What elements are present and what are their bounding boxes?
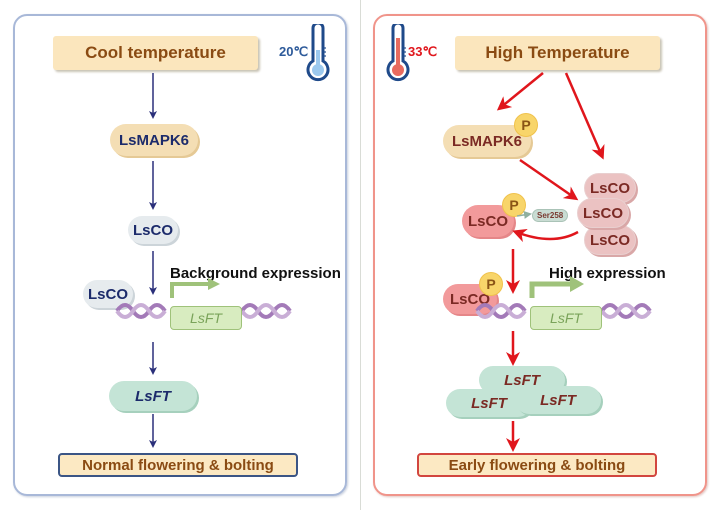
early-flowering-outcome: Early flowering & bolting (417, 453, 657, 477)
lsco-cluster-node-2: LsCO (577, 198, 629, 228)
phosphate-lsco-badge: P (502, 193, 526, 217)
phosphate-bound-badge: P (479, 272, 503, 296)
arrow-heat-to-mapk (496, 72, 544, 111)
normal-flowering-outcome: Normal flowering & bolting (58, 453, 298, 477)
lsmapk6-phospho-node: LsMAPK6 (443, 125, 531, 157)
high-temperature-box: High Temperature (455, 36, 660, 70)
cool-temperature-panel (13, 14, 347, 496)
lsmapk6-node: LsMAPK6 (110, 124, 198, 156)
phosphate-mapk-badge: P (514, 113, 538, 137)
arrow-phosphorylation (512, 228, 579, 243)
arrow-heat-to-lsco (564, 72, 605, 160)
thermometer-cool-icon (306, 24, 330, 82)
high-expression-label: High expression (549, 265, 666, 282)
background-expression-label: Background expression (170, 265, 341, 282)
cool-temperature-box: Cool temperature (53, 36, 258, 70)
temperature-33-label: 33℃ (408, 44, 438, 59)
high-temperature-panel (373, 14, 707, 496)
lsft-gene-right: LsFT (530, 306, 602, 330)
arrow-site (516, 210, 532, 219)
dna-helix-left (115, 278, 292, 319)
lsft-protein-node: LsFT (109, 381, 197, 411)
temperature-20-label: 20℃ (279, 44, 309, 59)
dna-helix-right (475, 276, 652, 319)
panel-divider (360, 0, 361, 510)
ser258-site-label: Ser258 (532, 209, 569, 222)
arrow-mapk-to-lsco (519, 158, 579, 201)
lsco-bound-phospho-node: LsCO (443, 284, 497, 314)
lsco-node: LsCO (128, 216, 178, 244)
lsco-cluster-node-3: LsCO (584, 225, 636, 255)
lsft-protein-node-3: LsFT (515, 386, 601, 414)
thermometer-hot-icon (386, 24, 410, 82)
lsft-gene-left: LsFT (170, 306, 242, 330)
